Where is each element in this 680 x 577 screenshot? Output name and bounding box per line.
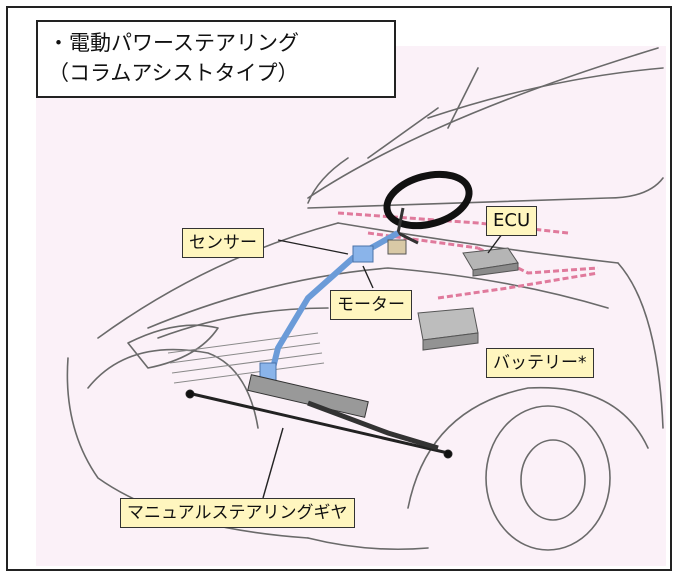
wiper [447,67,479,129]
front-bumper [66,357,309,539]
title-line-1: ・電動パワーステアリング [48,31,299,55]
ecu-box [462,247,519,277]
wiring-harness [337,211,599,300]
fender-arch [407,386,649,509]
label-battery: バッテリー* [486,348,594,378]
hood-front [97,222,339,339]
lower-sill [307,537,429,551]
side-body [617,262,664,429]
front-wheel-hub [520,439,586,521]
label-motor: モーター [330,290,412,320]
windshield-bottom [307,177,664,209]
wiper-2 [367,107,439,159]
roof-line [307,47,659,199]
diagram-frame: ・電動パワーステアリング （コラムアシストタイプ） センサー モーター ECU … [6,6,672,571]
steering-rack [185,374,453,459]
label-sensor: センサー [182,228,264,258]
battery-box [417,307,479,351]
front-wheel [485,405,611,551]
label-ecu: ECU [486,206,538,236]
a-pillar [307,157,349,204]
hood-crease [147,267,609,329]
diagram-title: ・電動パワーステアリング （コラムアシストタイプ） [36,20,396,98]
windshield-top [427,67,664,119]
headlight [127,324,219,369]
title-line-2: （コラムアシストタイプ） [48,61,299,85]
grille-top [157,307,329,339]
grille [167,332,325,384]
label-manual-steering-gear: マニュアルステアリングギヤ [120,498,355,528]
left-wheel-arch [87,348,259,429]
car-illustration [66,47,664,551]
hood-side [337,222,619,264]
